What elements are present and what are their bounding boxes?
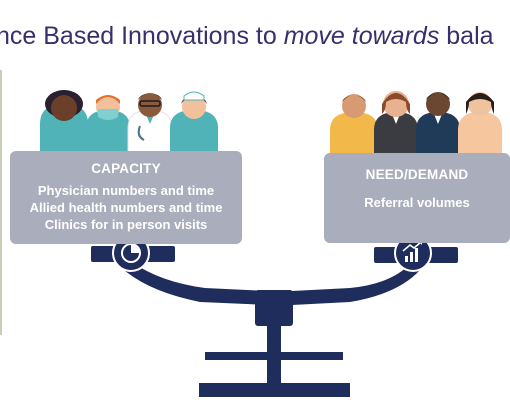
patients-illustration	[330, 91, 502, 158]
scale-beam	[124, 262, 420, 305]
title-part-emphasis: move towards	[283, 22, 440, 50]
capacity-heading: CAPACITY	[91, 161, 161, 176]
need-heading: NEED/DEMAND	[365, 167, 469, 182]
need-item: Referral volumes	[364, 195, 470, 210]
capacity-item: Allied health numbers and time	[29, 200, 223, 215]
page-title: nce Based Innovations to move towards ba…	[0, 22, 510, 62]
left-pan	[91, 234, 175, 272]
title-part-1: nce Based Innovations to	[0, 22, 284, 50]
title-part-3: bala	[439, 22, 494, 50]
capacity-item: Physician numbers and time	[37, 183, 215, 198]
need-demand-box: NEED/DEMAND Referral volumes	[324, 153, 510, 243]
capacity-box: CAPACITY Physician numbers and time Alli…	[10, 151, 242, 244]
pie-chart-icon	[121, 243, 141, 263]
scale-stand	[199, 290, 350, 397]
capacity-item: Clinics for in person visits	[44, 217, 208, 232]
left-edge-strip	[0, 70, 2, 335]
healthcare-providers-illustration	[40, 90, 218, 159]
